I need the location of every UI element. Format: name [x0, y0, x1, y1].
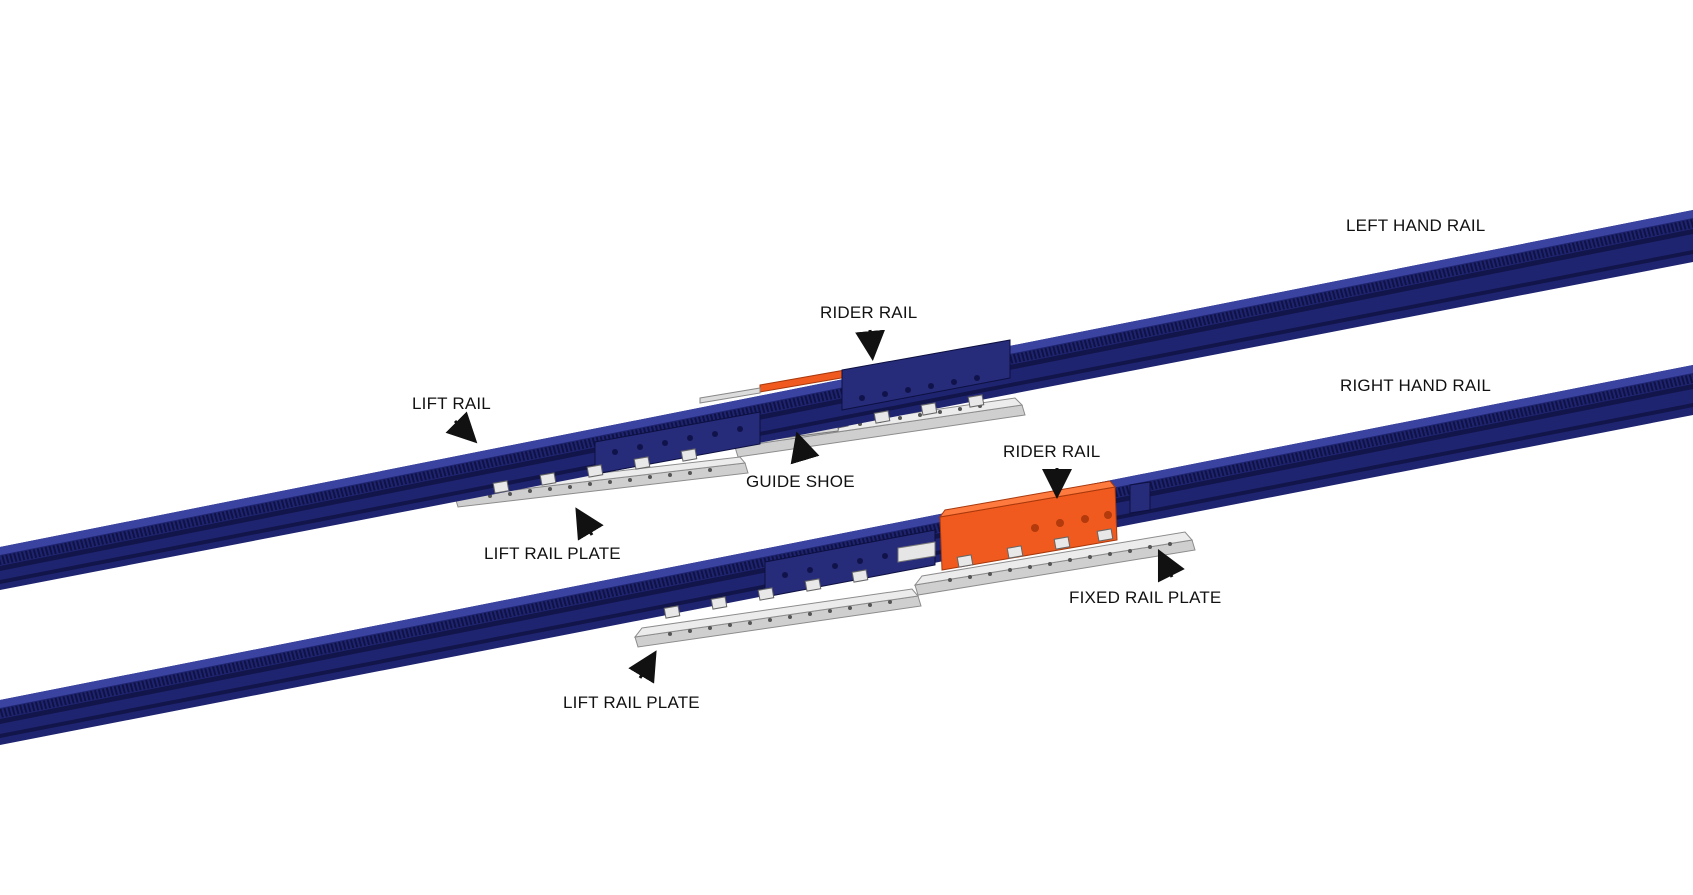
arrow-lift-rail-plate-bottom	[628, 650, 657, 684]
arrow-lift-rail-plate-top	[575, 507, 604, 541]
rider-rail-top	[699, 339, 1011, 411]
arrow-fixed-rail-plate	[1157, 548, 1185, 583]
label-lift-rail-plate-top: LIFT RAIL PLATE	[484, 544, 621, 563]
label-left-hand-rail: LEFT HAND RAIL	[1346, 216, 1485, 235]
plate-bolt-holes	[488, 468, 712, 498]
label-rider-rail-bottom: RIDER RAIL	[1003, 442, 1100, 461]
lift-rail-plate-bottom	[633, 588, 922, 648]
label-lift-rail-plate-bottom: LIFT RAIL PLATE	[563, 693, 700, 712]
label-right-hand-rail: RIGHT HAND RAIL	[1340, 376, 1491, 395]
rail-clips-bottom	[663, 528, 1114, 619]
label-fixed-rail-plate: FIXED RAIL PLATE	[1069, 588, 1221, 607]
arrow-lift-rail	[445, 411, 478, 444]
arrow-guide-shoe	[790, 431, 820, 465]
rail-clips-top	[492, 394, 985, 494]
fixed-rail-plate	[913, 531, 1196, 596]
callout-arrows	[445, 329, 1185, 684]
label-lift-rail: LIFT RAIL	[412, 394, 491, 413]
arrow-rider-rail-top	[855, 329, 886, 361]
rider-rail-bottom	[897, 480, 1151, 571]
label-rider-rail-top: RIDER RAIL	[820, 303, 917, 322]
label-guide-shoe: GUIDE SHOE	[746, 472, 855, 491]
